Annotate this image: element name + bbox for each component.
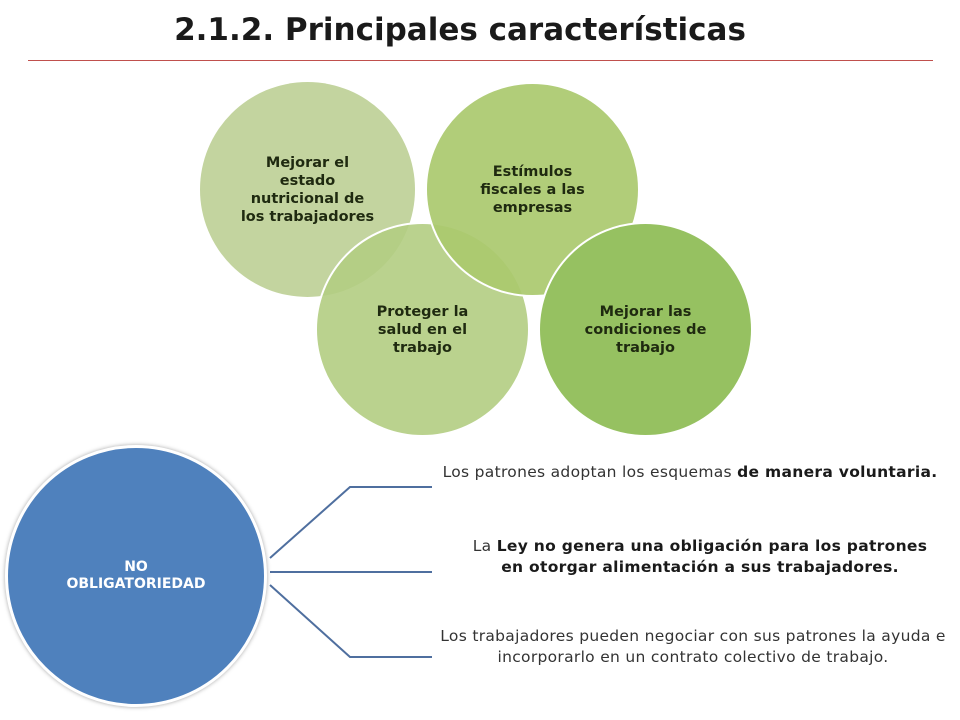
branch-text-ley: La Ley no genera una obligación para los… bbox=[470, 536, 930, 578]
circle-label: Estímulos fiscales a las empresas bbox=[480, 163, 585, 216]
page-title: 2.1.2. Principales características bbox=[174, 12, 746, 48]
connector-bottom bbox=[269, 584, 432, 658]
circle-label: Mejorar las condiciones de trabajo bbox=[584, 303, 707, 356]
branch-text-voluntaria: Los patrones adoptan los esquemas de man… bbox=[430, 462, 950, 483]
title-underline bbox=[28, 60, 933, 61]
branch-plain-text: La bbox=[472, 537, 497, 555]
branch-plain-text: Los patrones adoptan los esquemas bbox=[442, 463, 738, 481]
no-obligatoriedad-hub: NO OBLIGATORIEDAD bbox=[5, 445, 267, 707]
branch-bold-text: Ley no genera una obligación para los pa… bbox=[496, 537, 928, 576]
branch-plain-text: Los trabajadores pueden negociar con sus… bbox=[440, 627, 946, 666]
circle-label: Mejorar el estado nutricional de los tra… bbox=[240, 154, 375, 225]
hub-label: NO OBLIGATORIEDAD bbox=[66, 559, 206, 592]
connector-top bbox=[269, 486, 432, 559]
circle-mejorar-condiciones: Mejorar las condiciones de trabajo bbox=[538, 222, 753, 437]
branch-text-negociar: Los trabajadores pueden negociar con sus… bbox=[428, 626, 958, 668]
circle-proteger-salud: Proteger la salud en el trabajo bbox=[315, 222, 530, 437]
circle-label: Proteger la salud en el trabajo bbox=[376, 303, 469, 356]
branch-bold-text: de manera voluntaria. bbox=[737, 463, 938, 481]
